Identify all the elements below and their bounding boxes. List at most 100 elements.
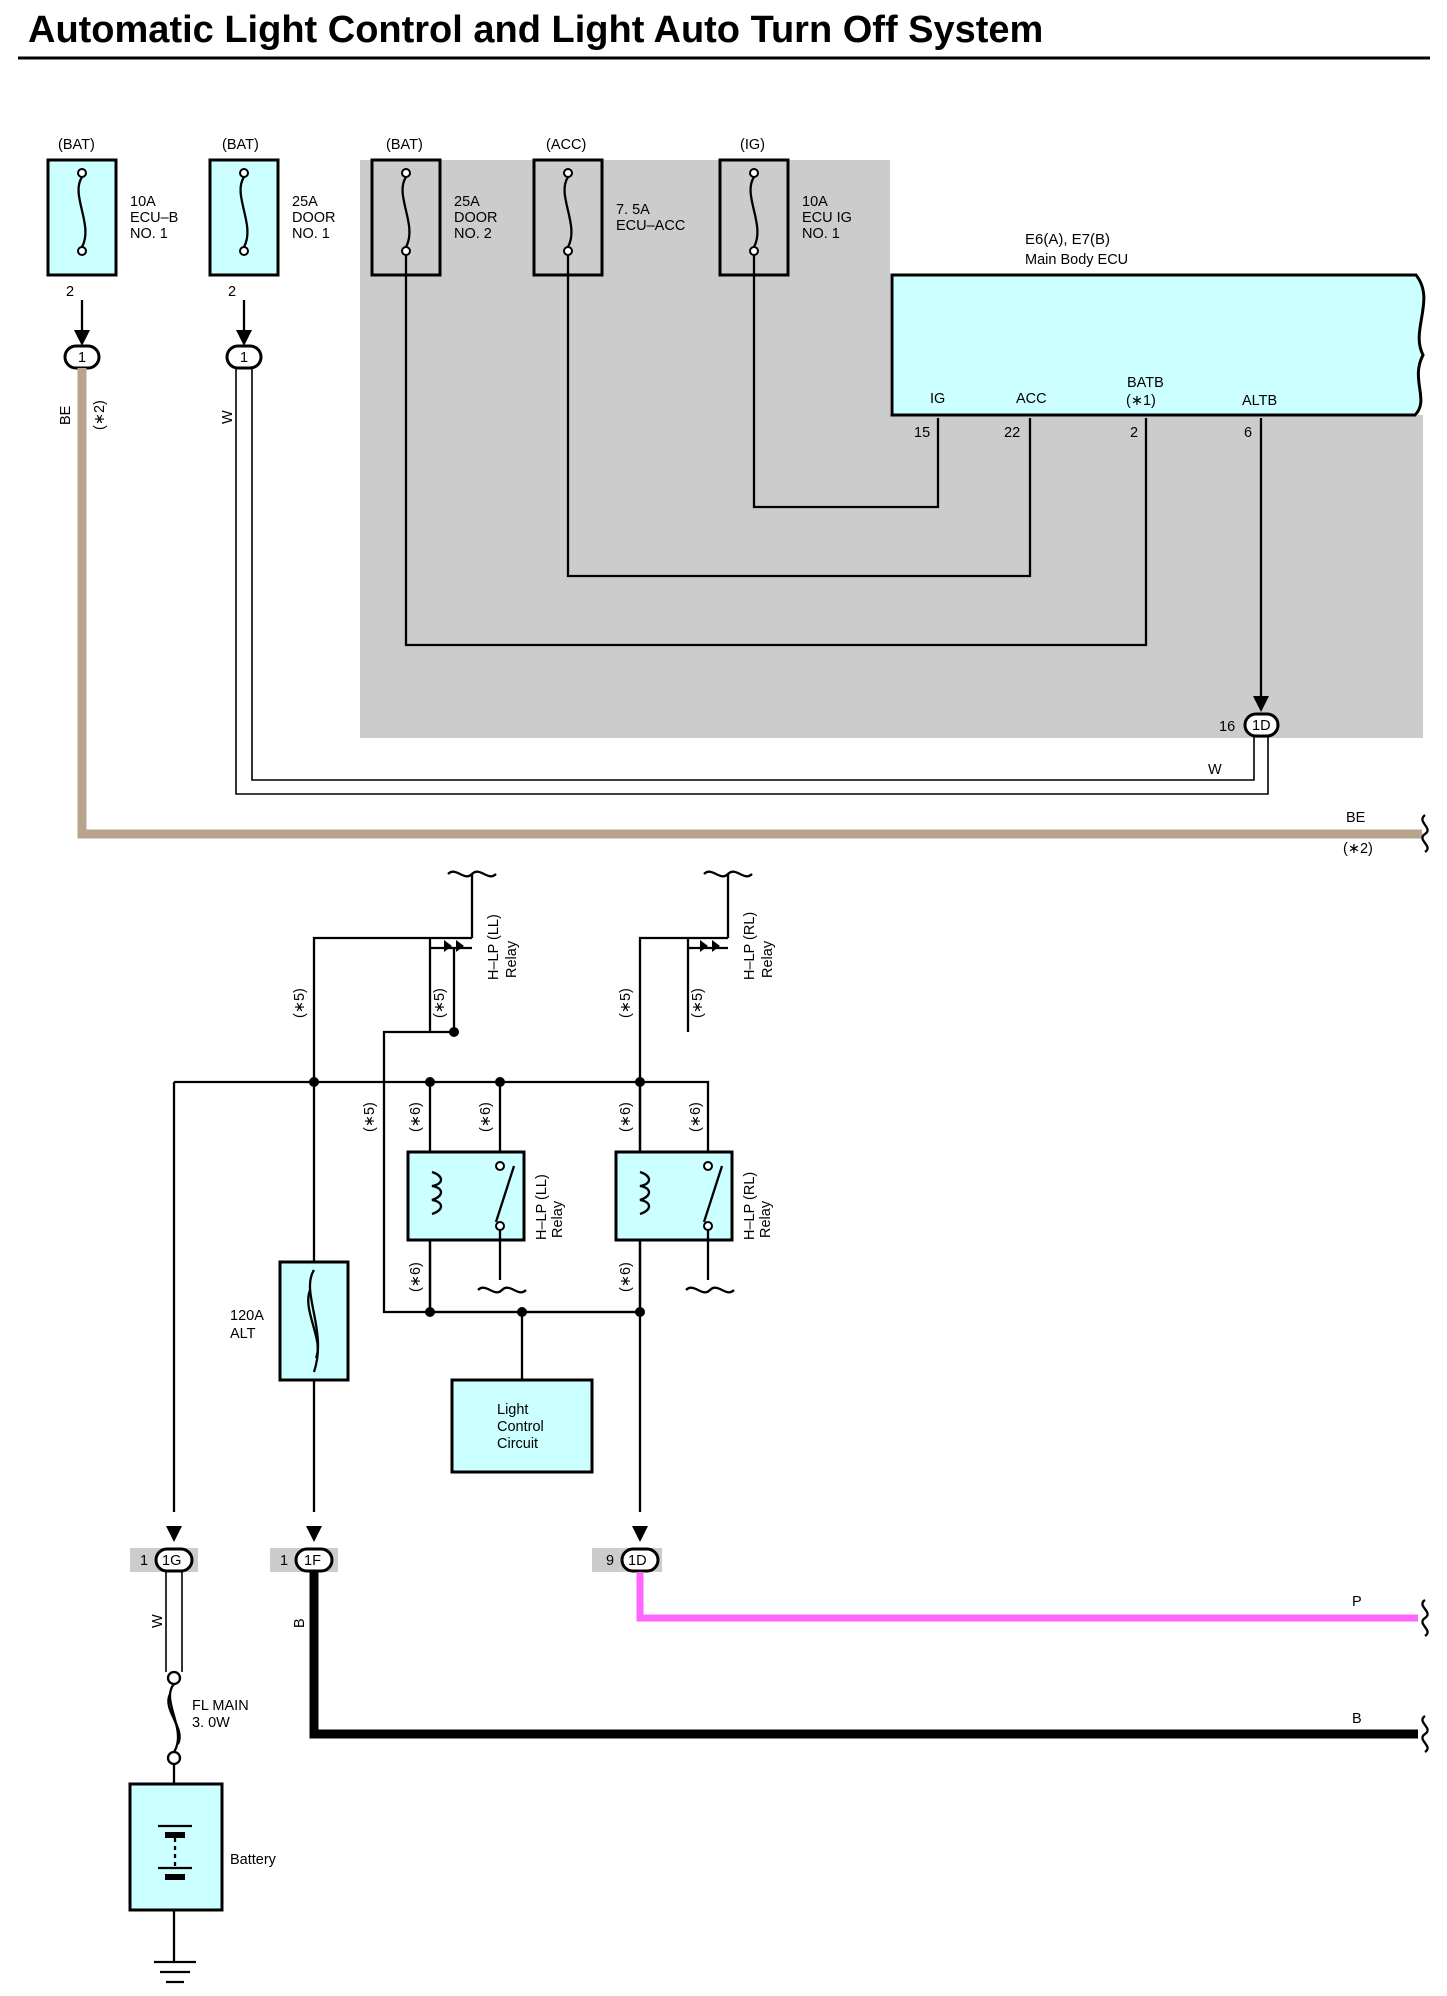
fuse-rating: 10A bbox=[130, 194, 156, 210]
connector-code: 1D bbox=[628, 1553, 647, 1569]
wire-acc bbox=[566, 255, 1032, 578]
fuse-ecu-b-no1: (BAT) 10A ECU–B NO. 1 2 bbox=[46, 137, 178, 300]
fuse-pin: 2 bbox=[66, 284, 74, 300]
relay-label: H–LP (LL) bbox=[534, 1174, 550, 1240]
fuse-name-2: NO. 1 bbox=[130, 226, 168, 242]
connector-1f: 1 1F bbox=[270, 1526, 338, 1573]
wire-bus-top bbox=[174, 1080, 710, 1152]
connector-pin-num: 1 bbox=[140, 1553, 148, 1569]
fuse-name: ECU–B bbox=[130, 210, 178, 226]
fuse-door-no1: (BAT) 25A DOOR NO. 1 2 bbox=[208, 137, 336, 300]
light-control-circuit: Light Control Circuit bbox=[450, 1378, 594, 1474]
wire-b bbox=[309, 1572, 1418, 1739]
connector-pin-num: 1 bbox=[280, 1553, 288, 1569]
connector-1a: 1 bbox=[63, 300, 101, 370]
hlp-ll-relay-lower: H–LP (LL) Relay bbox=[406, 1150, 566, 1294]
fl-main-rating: 3. 0W bbox=[192, 1715, 230, 1731]
note-5: (∗5) bbox=[690, 988, 706, 1018]
connector-code: 1G bbox=[162, 1553, 181, 1569]
note-6: (∗6) bbox=[618, 1262, 634, 1292]
note-5: (∗5) bbox=[292, 988, 308, 1018]
fuse-source-label: (BAT) bbox=[222, 137, 259, 153]
note-6: (∗6) bbox=[408, 1262, 424, 1292]
ecu-terminal-batb: BATB bbox=[1127, 375, 1164, 391]
relay-label-2: Relay bbox=[760, 940, 776, 978]
wire-label-b-right: B bbox=[1352, 1711, 1362, 1727]
hlp-ll-relay-upper: H–LP (LL) Relay bbox=[428, 870, 520, 1032]
ecu-pin-acc: 22 bbox=[1004, 425, 1020, 441]
fuse-name: ECU–ACC bbox=[616, 218, 685, 234]
ecu-terminal-ig: IG bbox=[930, 391, 945, 407]
wire-label-w-right: W bbox=[1208, 762, 1222, 778]
note-5: (∗5) bbox=[618, 988, 634, 1018]
note-6: (∗6) bbox=[618, 1102, 634, 1132]
connector-1b: 1 bbox=[225, 300, 263, 370]
fuse-name: ECU IG bbox=[802, 210, 852, 226]
ecu-pin-altb: 6 bbox=[1244, 425, 1252, 441]
connector-1g: 1 1G bbox=[130, 1526, 198, 1573]
hlp-rl-relay-upper: H–LP (RL) Relay bbox=[686, 870, 776, 1032]
fuse-source-label: (BAT) bbox=[58, 137, 95, 153]
wire-be bbox=[77, 368, 1422, 839]
ecu-terminal-batb-note: (∗1) bbox=[1126, 393, 1156, 409]
main-body-ecu: E6(A), E7(B) Main Body ECU IG ACC BATB (… bbox=[890, 231, 1426, 441]
wire-batb bbox=[404, 255, 1148, 647]
fuse-pin: 2 bbox=[228, 284, 236, 300]
relay-label-2: Relay bbox=[758, 1200, 774, 1238]
relay-label: H–LP (LL) bbox=[486, 914, 502, 980]
note-5: (∗5) bbox=[362, 1102, 378, 1132]
fuse-name-2: NO. 1 bbox=[802, 226, 840, 242]
wire-note-2-right: (∗2) bbox=[1343, 841, 1373, 857]
wire-label-p: P bbox=[1352, 1594, 1362, 1610]
fl-main-name: FL MAIN bbox=[192, 1698, 249, 1714]
connector-pin: 1 bbox=[78, 350, 86, 366]
fuse-name: DOOR bbox=[292, 210, 336, 226]
fuse-name-2: NO. 2 bbox=[454, 226, 492, 242]
note-6: (∗6) bbox=[688, 1102, 704, 1132]
note-5: (∗5) bbox=[432, 988, 448, 1018]
lcc-line-2: Control bbox=[497, 1419, 544, 1435]
fuse-rating: 7. 5A bbox=[616, 202, 650, 218]
connector-code: 1F bbox=[304, 1553, 321, 1569]
fuse-name: DOOR bbox=[454, 210, 498, 226]
wire-w-inner bbox=[251, 368, 1255, 781]
ground-icon bbox=[154, 1910, 196, 1984]
arrow-altb bbox=[1253, 696, 1269, 712]
wire-break-be bbox=[1421, 814, 1429, 853]
battery: Battery bbox=[128, 1782, 277, 1912]
ecu-name: Main Body ECU bbox=[1025, 252, 1128, 268]
relay-label-2: Relay bbox=[504, 940, 520, 978]
wire-w-outer bbox=[235, 368, 1269, 795]
wire-label-be-right: BE bbox=[1346, 810, 1366, 826]
ecu-terminal-acc: ACC bbox=[1016, 391, 1047, 407]
fuse-source-label: (BAT) bbox=[386, 137, 423, 153]
fuse-rating: 25A bbox=[454, 194, 480, 210]
wire-label-be: BE bbox=[58, 405, 74, 425]
wire-lcc bbox=[428, 1240, 640, 1380]
diagram-title: Automatic Light Control and Light Auto T… bbox=[28, 9, 1043, 51]
battery-label: Battery bbox=[230, 1852, 277, 1868]
wire-label-b: B bbox=[292, 1618, 308, 1628]
fuse-rating: 10A bbox=[802, 194, 828, 210]
ecu-terminal-altb: ALTB bbox=[1242, 393, 1277, 409]
option-notes: (∗5) (∗5) (∗5) (∗5) (∗5) (∗6) (∗6) (∗6) … bbox=[292, 988, 706, 1292]
note-6: (∗6) bbox=[408, 1102, 424, 1132]
wire-break-p bbox=[1421, 1599, 1429, 1637]
junction-code: 1D bbox=[1252, 718, 1271, 734]
wire-p bbox=[636, 1572, 1418, 1622]
wire-label-w-battery: W bbox=[150, 1614, 166, 1628]
wire-label-w: W bbox=[220, 410, 236, 424]
wire-ig bbox=[752, 255, 940, 509]
fl-main-fusible-link: FL MAIN 3. 0W bbox=[166, 1670, 249, 1766]
lcc-line-1: Light bbox=[497, 1402, 528, 1418]
shaded-area bbox=[360, 160, 1423, 738]
relay-label: H–LP (RL) bbox=[742, 912, 758, 980]
connector-pin: 1 bbox=[240, 350, 248, 366]
relay-label-2: Relay bbox=[550, 1200, 566, 1238]
lcc-line-3: Circuit bbox=[497, 1436, 538, 1452]
fuse-source-label: (IG) bbox=[740, 137, 765, 153]
wire-note-2: (∗2) bbox=[92, 400, 108, 430]
relay-label: H–LP (RL) bbox=[742, 1172, 758, 1240]
fuse-source-label: (ACC) bbox=[546, 137, 586, 153]
